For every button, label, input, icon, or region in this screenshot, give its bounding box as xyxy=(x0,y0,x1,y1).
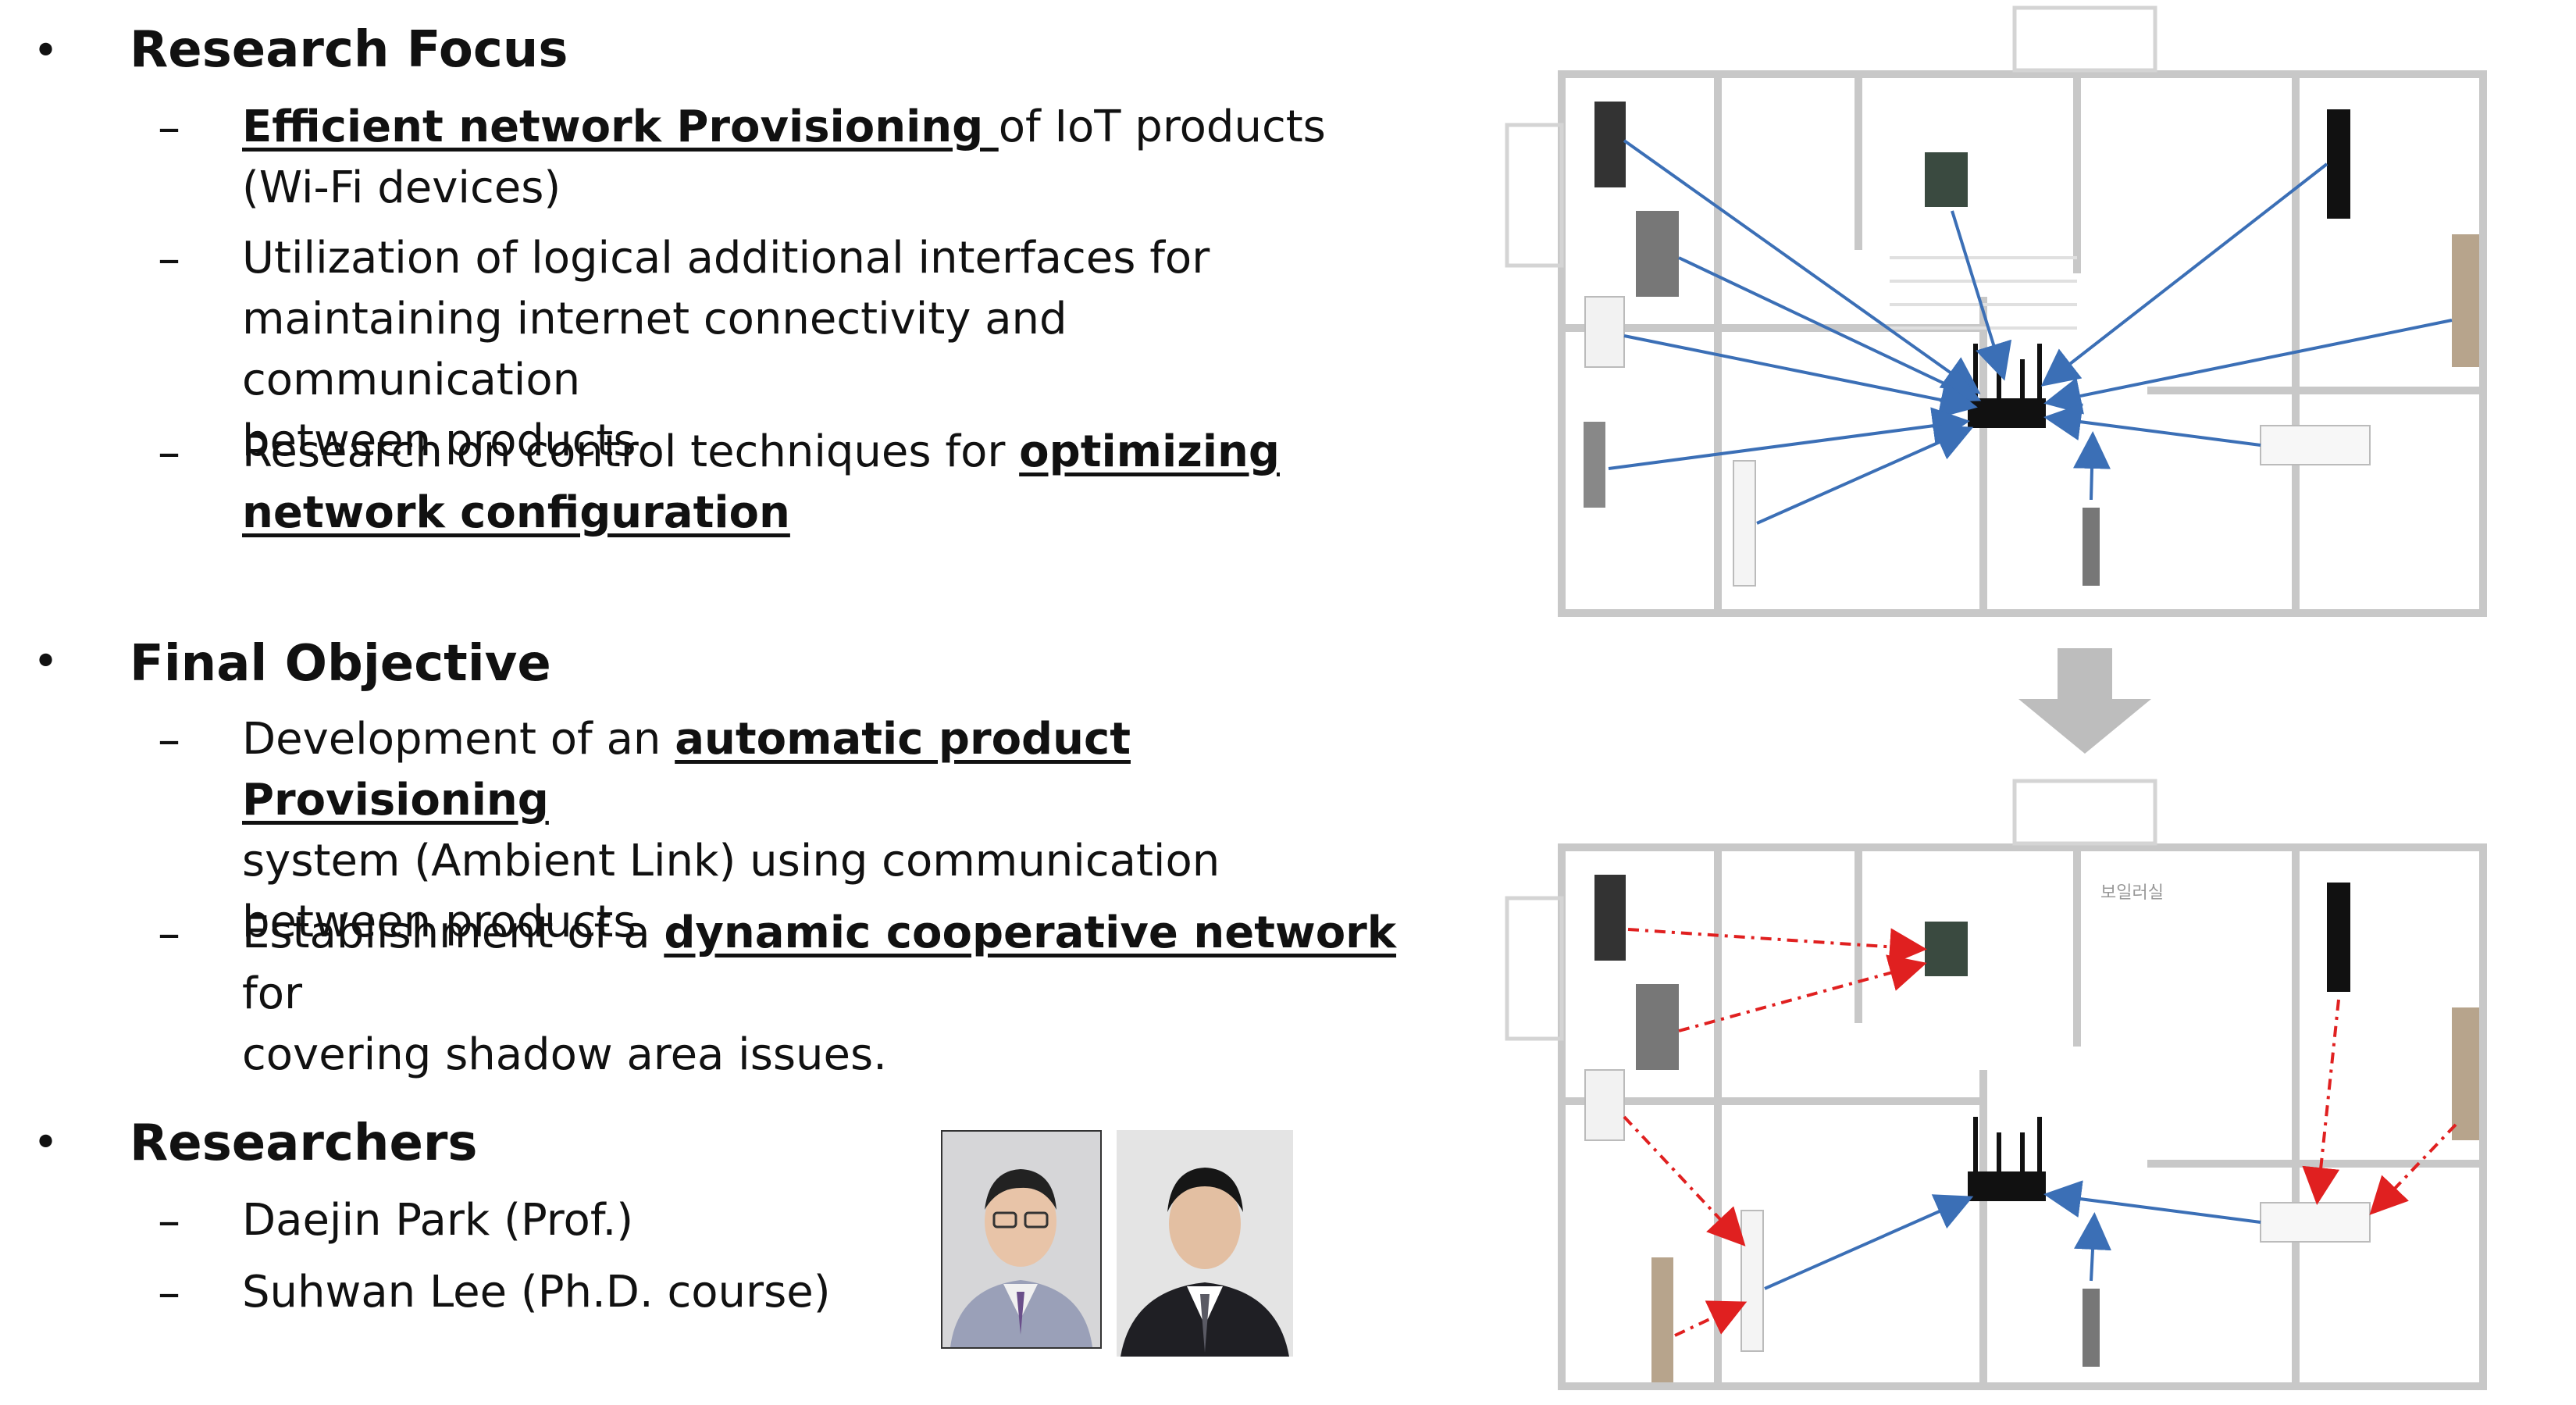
sensor-device-icon xyxy=(2083,1289,2100,1367)
bullet-final-objective: • xyxy=(33,637,59,687)
router-icon xyxy=(1968,1117,2046,1201)
tower-device-icon xyxy=(2327,109,2350,219)
text: Development of an xyxy=(242,714,675,765)
dash: – xyxy=(158,101,180,154)
tower-device-icon xyxy=(2327,883,2350,992)
floor-plan-after: 보일러실 xyxy=(1505,779,2487,1390)
dashed-arrows xyxy=(1623,928,2457,1337)
research-focus-item-3: Research on control techniques for optim… xyxy=(242,422,1413,544)
purifier-device-icon xyxy=(1584,296,1625,368)
bullet-researchers: • xyxy=(33,1118,59,1168)
dash: – xyxy=(158,907,180,960)
dash: – xyxy=(158,232,180,285)
text: (Wi-Fi devices) xyxy=(242,162,561,213)
text: system (Ambient Link) using communicatio… xyxy=(242,836,1220,886)
aircon-device-icon xyxy=(2260,425,2371,465)
text: maintaining internet connectivity and co… xyxy=(242,294,1067,405)
solid-arrows xyxy=(1764,1180,2261,1290)
bold-underlined-text: optimizing xyxy=(1019,426,1280,477)
text: of IoT products xyxy=(998,102,1326,152)
fan-device-icon xyxy=(2452,1007,2479,1140)
room-label: 보일러실 xyxy=(2100,883,2164,903)
air-purifier-device-icon xyxy=(1740,1210,1764,1352)
air-device-icon xyxy=(1925,152,1968,207)
researcher-2: Suhwan Lee (Ph.D. course) xyxy=(242,1267,831,1318)
dash: – xyxy=(158,713,180,766)
refrigerator-device-icon xyxy=(1636,211,1679,297)
down-arrow-icon xyxy=(2018,648,2151,754)
bullet-research-focus: • xyxy=(33,26,59,77)
researcher-1: Daejin Park (Prof.) xyxy=(242,1195,634,1246)
text: Utilization of logical additional interf… xyxy=(242,233,1210,283)
air-purifier-device-icon xyxy=(1733,460,1756,587)
bold-underlined-text: dynamic cooperative network xyxy=(664,908,1397,958)
bold-underlined-text: Efficient network Provisioning xyxy=(242,102,999,152)
refrigerator-device-icon xyxy=(1636,984,1679,1070)
bold-underlined-text: network configuration xyxy=(242,487,790,538)
floor-plan-before xyxy=(1505,5,2487,617)
text: Establishment of a xyxy=(242,908,664,958)
styler-device-icon xyxy=(1651,1257,1673,1382)
research-focus-item-2: Utilization of logical additional interf… xyxy=(242,228,1413,472)
air-device-icon xyxy=(1925,922,1968,976)
washer-device-icon xyxy=(1594,875,1626,961)
text: between products xyxy=(242,897,636,947)
bold-underlined-text: automatic product Provisioning xyxy=(242,714,1131,826)
researcher-photo-2 xyxy=(1117,1130,1293,1357)
sensor-device-icon xyxy=(2083,508,2100,586)
washer-device-icon xyxy=(1594,102,1626,187)
dash: – xyxy=(158,1194,180,1247)
dash: – xyxy=(158,1266,180,1319)
dash: – xyxy=(158,426,180,479)
styler-device-icon xyxy=(1584,422,1605,508)
text: between products xyxy=(242,415,636,466)
final-objective-item-1: Development of an automatic product Prov… xyxy=(242,709,1413,953)
heading-research-focus: Research Focus xyxy=(130,21,568,79)
aircon-device-icon xyxy=(2260,1202,2371,1243)
text: for xyxy=(242,968,302,1019)
text: Research on control techniques for xyxy=(242,426,1020,477)
solid-arrows xyxy=(1608,139,2453,525)
text: covering shadow area issues. xyxy=(242,1029,887,1080)
heading-final-objective: Final Objective xyxy=(130,635,551,693)
final-objective-item-2: Establishment of a dynamic cooperative n… xyxy=(242,903,1413,1086)
researcher-photo-1 xyxy=(941,1130,1102,1349)
purifier-device-icon xyxy=(1584,1069,1625,1141)
heading-researchers: Researchers xyxy=(130,1114,478,1172)
fan-device-icon xyxy=(2452,234,2479,367)
research-focus-item-1: Efficient network Provisioning of IoT pr… xyxy=(242,97,1413,219)
